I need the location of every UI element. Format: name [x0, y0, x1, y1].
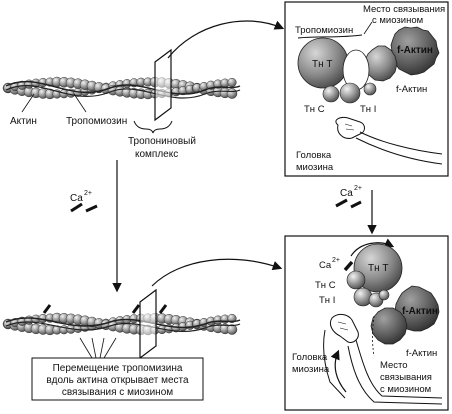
actin-monomer	[226, 88, 238, 99]
top-box-tropomyosin-line	[297, 34, 363, 39]
tropomyosin-leader	[73, 93, 87, 113]
top-binding-site-label-1: Место связывания	[363, 4, 445, 15]
bottom-calcium-label: Ca 2+	[319, 257, 340, 271]
actin-leader	[21, 93, 35, 113]
bottom-binding-site-label-1: Место	[380, 360, 408, 371]
bottom-tni-label: Тн I	[319, 295, 335, 306]
bottom-tnc-sphere	[346, 270, 366, 290]
caption-line-2: вдоль актина открывает места	[46, 375, 189, 386]
bottom-binding-site-label-3: с миозином	[380, 384, 431, 395]
svg-text:2+: 2+	[84, 190, 92, 197]
bottom-tnt-sphere	[353, 243, 403, 293]
top-myosin-head	[335, 117, 443, 165]
bottom-f-actin-lower-label: f-Актин	[406, 348, 437, 359]
svg-text:Ca: Ca	[340, 188, 353, 199]
troponin-complex-label-2: комплекс	[135, 149, 178, 160]
tropomyosin-label: Тропомиозин	[66, 116, 127, 127]
caption-line-1: Перемещение тропомизина	[53, 363, 183, 374]
bottom-myosin-head	[323, 313, 443, 405]
svg-text:2+: 2+	[332, 257, 340, 264]
bottom-f-actin-upper-label: f-Актин	[402, 306, 438, 317]
svg-text:Ca: Ca	[70, 193, 83, 204]
bottom-tni-sphere	[353, 287, 373, 307]
bottom-head-arrow	[330, 349, 347, 393]
top-tnc-label: Тн С	[304, 104, 325, 115]
bottom-f-actin-lower	[370, 307, 408, 345]
bottom-binding-site-label-2: связывания	[380, 372, 432, 383]
top-tni-sphere	[339, 82, 361, 104]
calcium-ion-right: Ca 2+	[335, 185, 362, 209]
bottom-myosin-head-label-2: миозина	[292, 364, 330, 375]
zoom-arrow-top	[167, 20, 285, 59]
top-myosin-head-label-1: Головка	[296, 150, 332, 161]
caption-box	[31, 357, 204, 401]
top-tnt-label: Тн Т	[312, 59, 333, 70]
troponin-complex-label-1: Тропониновый	[128, 136, 196, 147]
troponin-brace	[133, 120, 173, 134]
actin-monomer	[227, 77, 237, 87]
bottom-calcium-marks	[42, 304, 168, 314]
top-myosin-head-label-2: миозина	[296, 162, 334, 173]
top-tropomyosin-label: Тропомиозин	[295, 25, 353, 36]
binding-site-leader-top	[363, 21, 373, 35]
svg-text:2+: 2+	[354, 185, 362, 192]
bottom-binding-site-dash	[372, 315, 375, 357]
calcium-ion-left: Ca 2+	[70, 190, 98, 213]
top-f-actin-side-label: f-Актин	[396, 84, 427, 95]
bottom-tnt-label: Тн Т	[368, 263, 389, 274]
top-tnc-sphere	[322, 85, 340, 103]
bottom-link-sphere-2	[378, 289, 390, 301]
bottom-f-actin-upper	[394, 285, 440, 332]
top-f-actin-label: f-Актин	[397, 45, 433, 56]
bottom-movement-arrow	[350, 238, 395, 257]
top-binding-site-label-2: с миозином	[372, 15, 423, 26]
bottom-tnc-label: Тн С	[315, 280, 336, 291]
top-tropomyosin-strand	[5, 80, 241, 99]
actin-monomer	[226, 324, 238, 335]
bottom-troponin-plane	[139, 288, 157, 360]
zoom-arrow-bottom	[151, 258, 283, 287]
bottom-myosin-head-label-1: Головка	[292, 352, 328, 363]
caption-leader-lines	[79, 337, 117, 359]
svg-text:Ca: Ca	[319, 260, 332, 271]
top-link-sphere	[363, 82, 377, 96]
top-tni-label: Тн I	[360, 104, 376, 115]
bottom-calcium-mark	[343, 260, 354, 272]
top-troponin-plane	[154, 48, 172, 122]
actin-label: Актин	[10, 116, 37, 127]
caption-line-3: связывания с миозином	[62, 387, 173, 398]
